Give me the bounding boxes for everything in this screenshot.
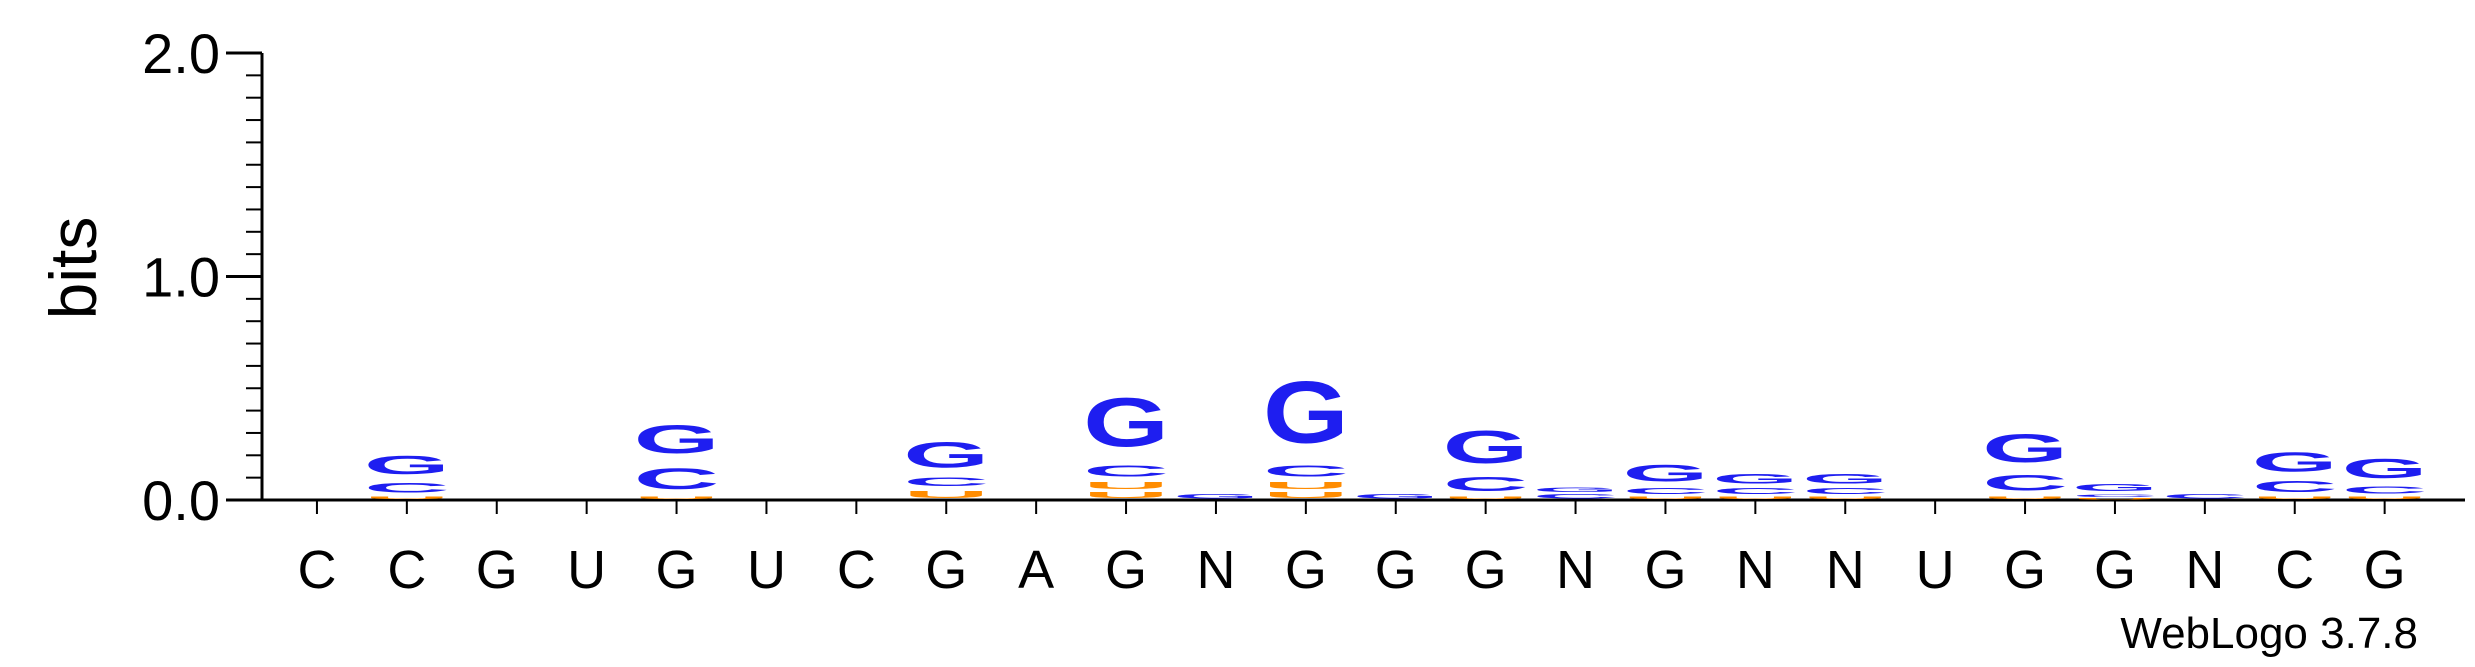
logo-letter-U: U xyxy=(1263,480,1349,491)
logo-letter-U: U xyxy=(1712,496,1798,500)
logo-letter-G: G xyxy=(364,451,450,480)
logo-letter-G: G xyxy=(903,436,989,476)
position-label: G xyxy=(656,540,698,600)
logo-letter-U: U xyxy=(364,496,450,500)
y-tick-label: 2.0 xyxy=(142,22,220,85)
logo-letter-G: G xyxy=(1173,493,1259,500)
logo-letter-G: G xyxy=(2252,447,2338,478)
position-label: U xyxy=(747,540,786,600)
logo-letter-U: U xyxy=(2072,498,2158,500)
position-label: C xyxy=(387,540,426,600)
position-label: G xyxy=(1465,540,1507,600)
position-label: G xyxy=(476,540,518,600)
position-label: G xyxy=(2004,540,2046,600)
position-label: U xyxy=(1916,540,1955,600)
position-label: G xyxy=(1105,540,1147,600)
logo-letter-C: C xyxy=(2252,478,2338,496)
logo-letter-G: G xyxy=(1353,493,1439,500)
logo-letter-C: C xyxy=(1622,487,1708,496)
position-label: C xyxy=(2275,540,2314,600)
logo-letter-U: U xyxy=(1263,491,1349,500)
logo-letter-G: G xyxy=(1263,364,1349,462)
logo-letter-U: U xyxy=(903,489,989,500)
position-label: G xyxy=(2094,540,2136,600)
logo-letter-U: U xyxy=(1083,480,1169,491)
logo-letter-C: C xyxy=(2342,484,2428,495)
logo-letter-C: C xyxy=(1533,493,1619,500)
logo-letter-U: U xyxy=(2342,496,2428,500)
logo-letter-C: C xyxy=(2072,493,2158,497)
position-label: G xyxy=(1285,540,1327,600)
logo-letter-U: U xyxy=(1083,491,1169,500)
logo-letter-G: G xyxy=(2342,453,2428,484)
logo-letter-C: C xyxy=(634,462,720,495)
position-label: C xyxy=(297,540,336,600)
logo-letter-C: C xyxy=(903,475,989,488)
position-label: A xyxy=(1018,540,1054,600)
logo-letter-C: C xyxy=(364,480,450,496)
axes: 0.0 1.0 2.0 xyxy=(142,22,2465,532)
logo-letter-U: U xyxy=(634,496,720,500)
position-label: G xyxy=(1375,540,1417,600)
logo-letter-G: G xyxy=(2072,482,2158,493)
y-tick-label: 1.0 xyxy=(142,246,220,309)
logo-letter-C: C xyxy=(1263,462,1349,480)
position-label: C xyxy=(837,540,876,600)
logo-letter-G: G xyxy=(1083,383,1169,462)
logo-letter-G: G xyxy=(1982,426,2068,471)
logo-letter-G: G xyxy=(1443,421,1529,473)
logo-letter-U: U xyxy=(1802,496,1888,500)
logo-letter-C: C xyxy=(1443,473,1529,495)
logo-letter-C: C xyxy=(2162,493,2248,500)
logo-letter-C: C xyxy=(1982,471,2068,496)
position-label: G xyxy=(1644,540,1686,600)
y-tick-label: 0.0 xyxy=(142,469,220,532)
position-label: N xyxy=(1556,540,1595,600)
logo-letter-G: G xyxy=(1533,487,1619,494)
position-label: G xyxy=(925,540,967,600)
logo-letter-U: U xyxy=(1982,496,2068,500)
logo-letter-G: G xyxy=(634,417,720,462)
logo-letter-U: U xyxy=(1622,496,1708,500)
logo-letter-C: C xyxy=(1712,487,1798,496)
position-label: G xyxy=(2364,540,2406,600)
logo-letter-G: G xyxy=(1622,460,1708,487)
position-label: N xyxy=(1826,540,1865,600)
position-label: U xyxy=(567,540,606,600)
logo-letter-C: C xyxy=(1802,487,1888,496)
position-label: N xyxy=(2185,540,2224,600)
logo-letter-U: U xyxy=(2252,496,2338,500)
logo-letter-G: G xyxy=(1802,471,1888,487)
position-label: N xyxy=(1736,540,1775,600)
weblogo-credit: WebLogo 3.7.8 xyxy=(2120,609,2418,658)
position-label: N xyxy=(1196,540,1235,600)
logo-letter-U: U xyxy=(1443,496,1529,500)
y-axis-label: bits xyxy=(36,217,110,320)
logo-letter-G: G xyxy=(1712,471,1798,487)
logo-letter-C: C xyxy=(1083,462,1169,480)
